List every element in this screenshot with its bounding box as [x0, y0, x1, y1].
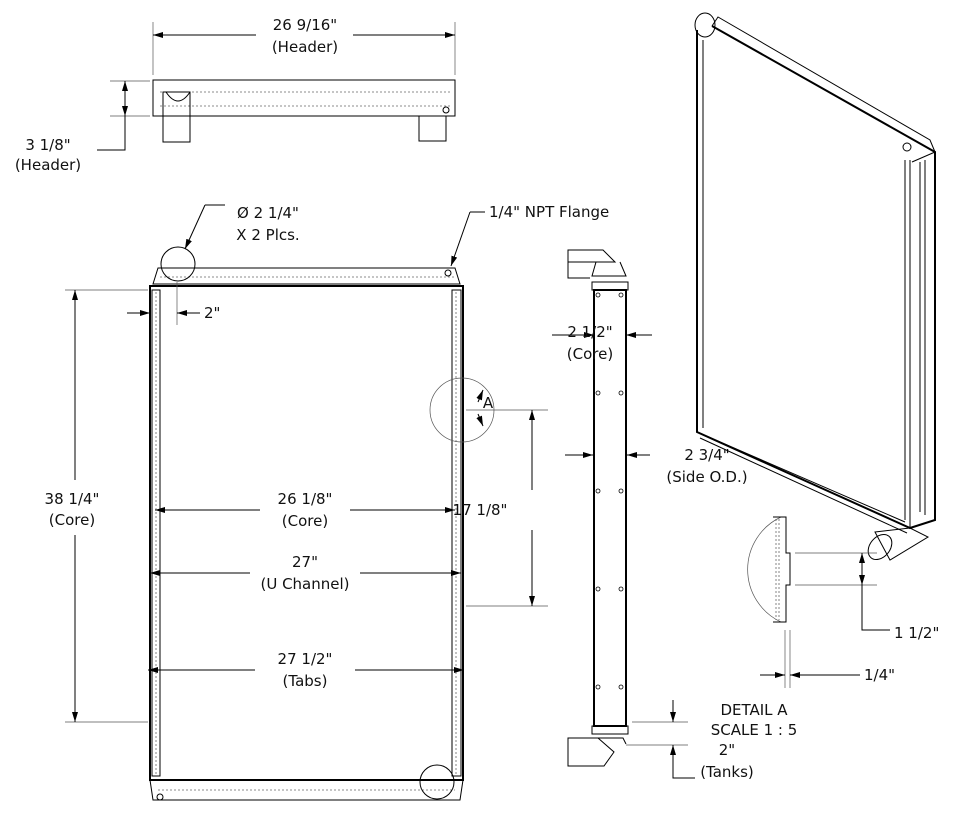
header-tank-top: [152, 79, 456, 117]
core-frame: [149, 285, 464, 781]
core-depth-note: (Core): [567, 345, 613, 363]
tank-dim: 2": [719, 741, 735, 759]
header-height-note: (Header): [15, 156, 81, 174]
inlet-qty: X 2 Plcs.: [236, 226, 299, 244]
core-height-note: (Core): [49, 511, 95, 529]
core-width-note: (Core): [282, 512, 328, 530]
tabs-dim: 27 1/2": [278, 650, 333, 668]
npt-flange-dot: [444, 269, 452, 277]
inlet-pipe: [162, 91, 191, 143]
side-view: 2 1/2" (Core) 2 3/4" (Side O.D.) 2" (Tan…: [552, 249, 754, 781]
core-depth-dim: 2 1/2": [567, 323, 612, 341]
side-top-pipe: [567, 249, 627, 279]
inlet-diameter-dim: Ø 2 1/4": [237, 204, 299, 222]
iso-inlet-pipe: [694, 12, 716, 38]
tank-note: (Tanks): [700, 763, 754, 781]
side-od-note: (Side O.D.): [666, 468, 747, 486]
u-channel-note: (U Channel): [260, 575, 349, 593]
detail-title: DETAIL A: [720, 701, 788, 719]
detail-boundary: [747, 516, 782, 623]
tabs-note: (Tabs): [283, 672, 328, 690]
left-channel: [151, 289, 161, 777]
side-bottom-pipe: [567, 737, 627, 767]
front-view: Ø 2 1/4" X 2 Plcs. 1/4" NPT Flange 2" 38…: [45, 203, 609, 801]
tab-depth-dim: 1/4": [864, 666, 895, 684]
core-width-dim: 26 1/8": [278, 490, 333, 508]
detail-a-callout[interactable]: [429, 377, 495, 443]
header-width-dim: 26 9/16": [273, 16, 337, 34]
outlet-circle: [419, 764, 455, 800]
top-tank: [152, 267, 461, 285]
right-channel: [451, 289, 462, 777]
outlet-pipe: [418, 115, 447, 142]
detail-a-view: 1 1/2" 1/4" DETAIL A SCALE 1 : 5: [711, 516, 939, 739]
iso-frame: [696, 25, 936, 530]
side-od-dim: 2 3/4": [684, 446, 729, 464]
iso-top-tank: [711, 16, 936, 153]
header-width-note: (Header): [272, 38, 338, 56]
top-view: 26 9/16" (Header) 3 1/8" (Header): [15, 16, 456, 174]
isometric-view: [694, 12, 936, 561]
npt-flange-label: 1/4" NPT Flange: [489, 203, 609, 221]
u-channel-dim: 27": [292, 553, 318, 571]
inlet-circle: [160, 246, 196, 282]
iso-outlet-pipe: [867, 533, 893, 561]
core-height-dim: 38 1/4": [45, 490, 100, 508]
header-height-dim: 3 1/8": [25, 136, 70, 154]
npt-flange: [442, 106, 450, 114]
tab-spacing-dim: 17 1/8": [453, 501, 508, 519]
tab-length-dim: 1 1/2": [894, 624, 939, 642]
detail-a-label: A: [483, 394, 494, 412]
detail-scale: SCALE 1 : 5: [711, 721, 798, 739]
inlet-offset-dim: 2": [204, 304, 220, 322]
bottom-tank: [149, 779, 464, 801]
